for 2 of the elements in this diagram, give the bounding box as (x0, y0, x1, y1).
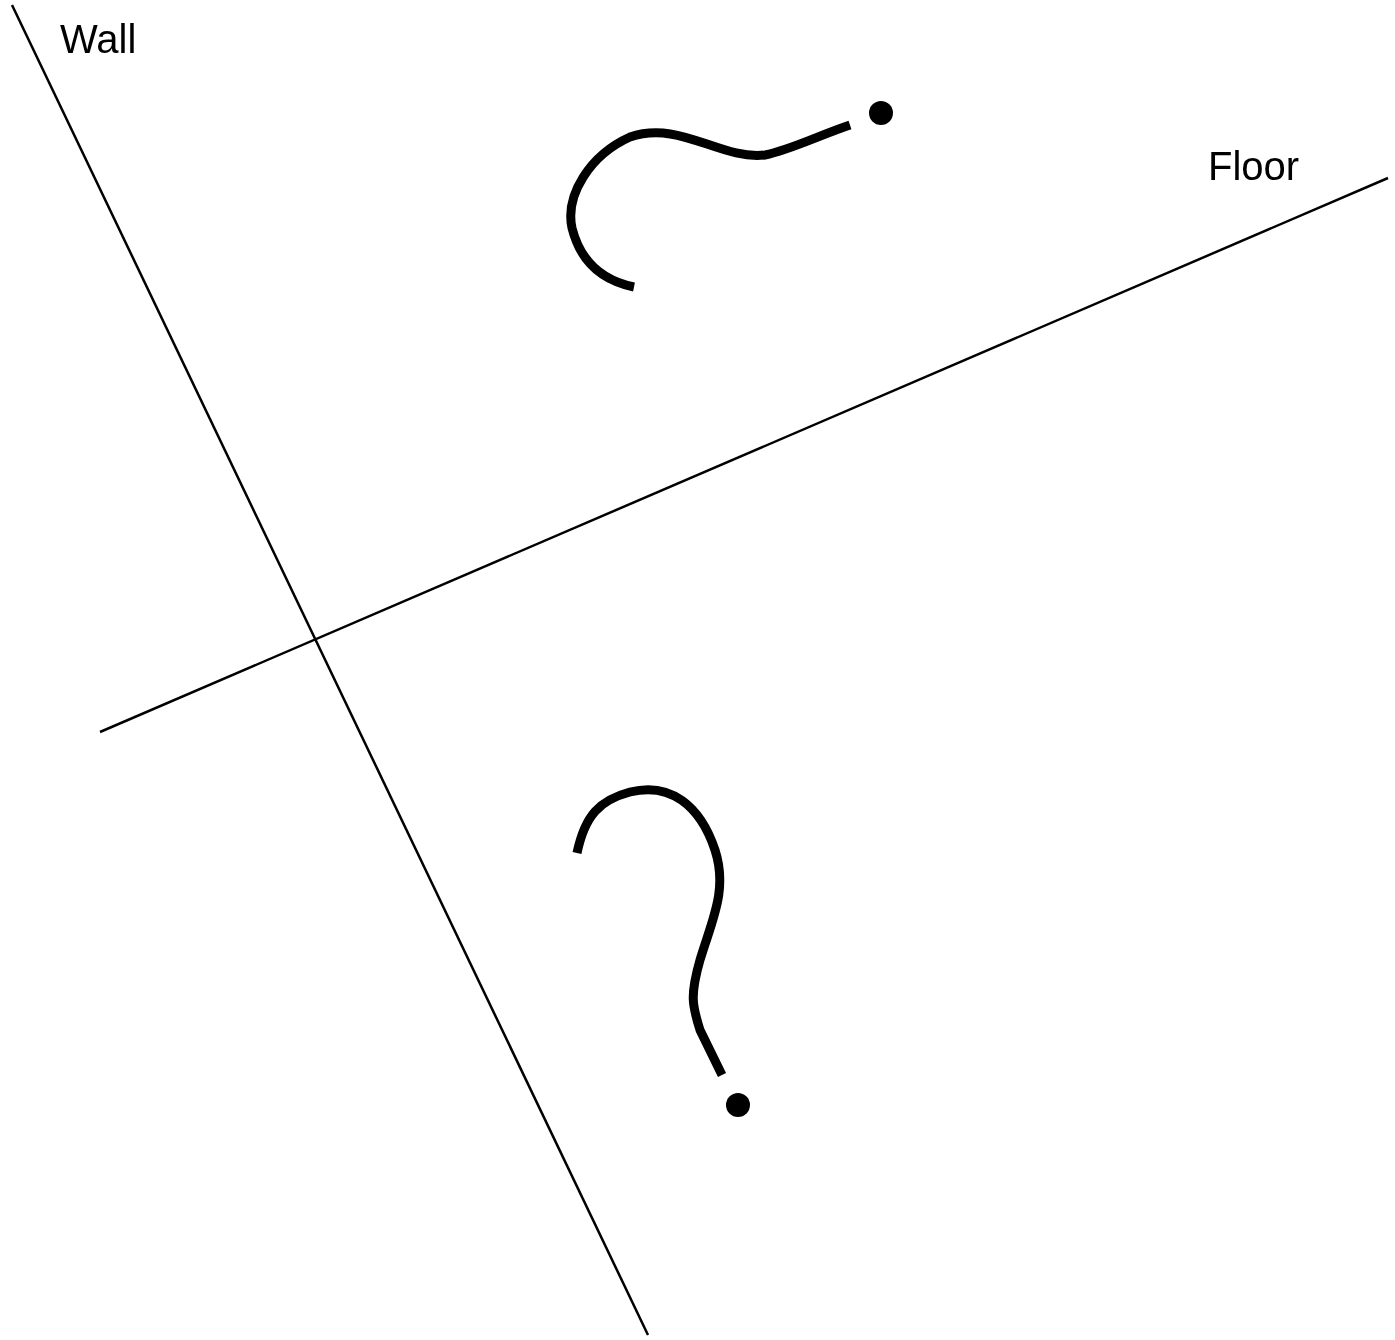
floor-label: Floor (1208, 143, 1300, 189)
wall-label: Wall (60, 16, 137, 62)
